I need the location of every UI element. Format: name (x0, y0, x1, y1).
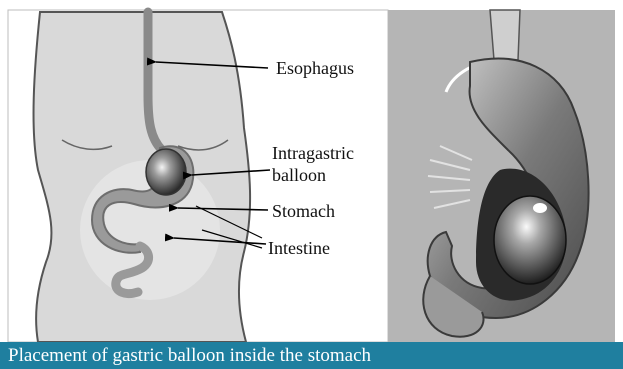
stomach-label: Stomach (272, 201, 335, 221)
stomach-closeup-panel (388, 10, 615, 342)
figure-caption: Placement of gastric balloon inside the … (8, 345, 371, 367)
balloon-shape (146, 149, 186, 195)
esophagus-label: Esophagus (276, 58, 354, 78)
balloon-label-line1: Intragastric (272, 143, 354, 163)
balloon-closeup (494, 196, 566, 284)
balloon-label-line2: balloon (272, 165, 326, 185)
intestine-label: Intestine (268, 238, 330, 258)
caption-bar: Placement of gastric balloon inside the … (0, 342, 623, 369)
